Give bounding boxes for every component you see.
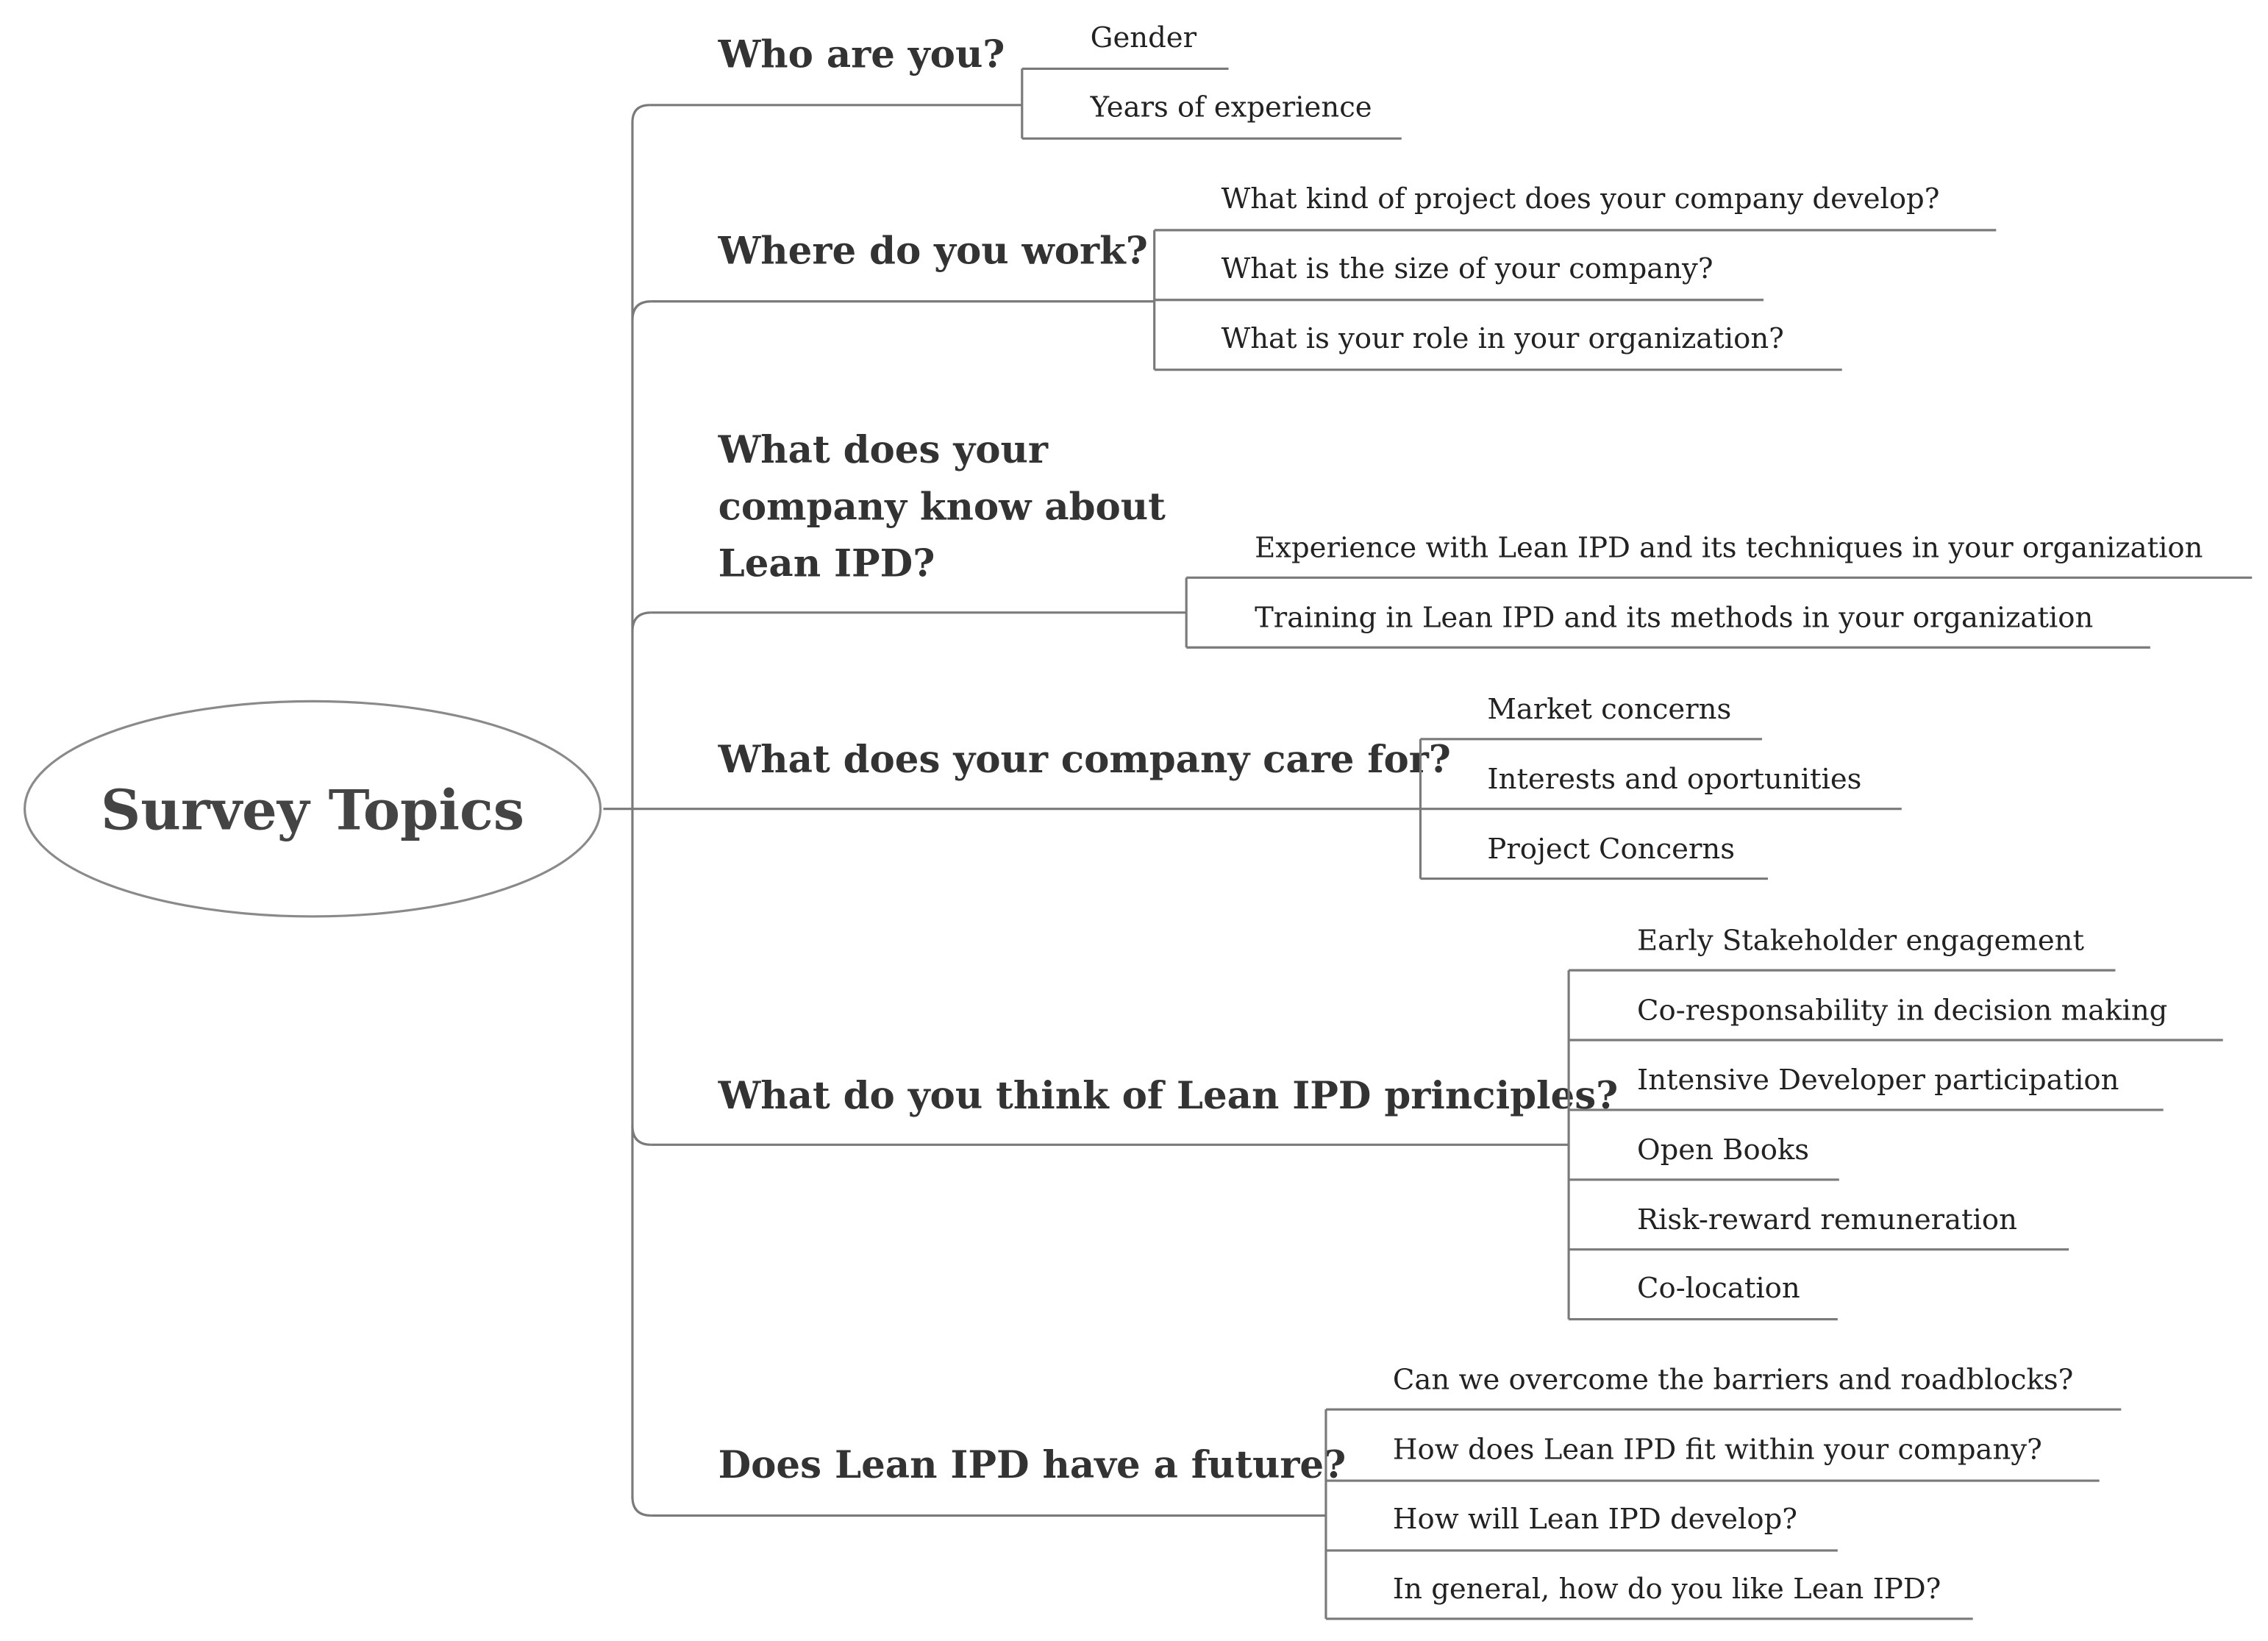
topic-label-line-3: Lean IPD?	[718, 541, 935, 585]
topic-label: What do you think of Lean IPD principles…	[718, 1074, 1619, 1118]
topic-label-line-2: company know about	[718, 485, 1166, 529]
root-label: Survey Topics	[101, 777, 524, 842]
child-label: Can we overcome the barriers and roadblo…	[1393, 1363, 2073, 1396]
child-label: How does Lean IPD fit within your compan…	[1393, 1433, 2042, 1466]
child-label: Project Concerns	[1487, 833, 1735, 866]
topic-lean-ipd-principles: What do you think of Lean IPD principles…	[651, 924, 2223, 1321]
child-label: Experience with Lean IPD and its techniq…	[1255, 532, 2203, 565]
trunk-curve-2	[631, 300, 652, 321]
topic-label: What does your company care for?	[718, 738, 1451, 782]
child-label: Risk-reward remuneration	[1637, 1203, 2017, 1236]
child-label: In general, how do you like Lean IPD?	[1393, 1573, 1941, 1606]
child-label: Open Books	[1637, 1133, 1809, 1167]
child-label: What kind of project does your company d…	[1222, 182, 1940, 216]
topic-label: Who are you?	[718, 32, 1005, 76]
trunk-curve-3	[631, 611, 652, 632]
trunk-line	[631, 104, 650, 1498]
child-label: Market concerns	[1487, 693, 1731, 726]
child-label: Early Stakeholder engagement	[1637, 924, 2084, 957]
child-label: Training in Lean IPD and its methods in …	[1255, 602, 2093, 635]
child-label: Gender	[1091, 21, 1197, 54]
topic-where-do-you-work: Where do you work? What kind of project …	[651, 182, 1997, 371]
child-label: Co-location	[1637, 1272, 1800, 1305]
trunk-connectors	[603, 104, 652, 1517]
topic-company-knowledge: What does your company know about Lean I…	[651, 428, 2253, 649]
child-label: Interests and oportunities	[1487, 763, 1861, 796]
child-label: What is your role in your organization?	[1222, 322, 1784, 355]
root-node: Survey Topics	[24, 700, 602, 918]
topic-lean-ipd-future: Does Lean IPD have a future? Can we over…	[651, 1363, 2122, 1620]
topic-company-cares: What does your company care for? Market …	[632, 693, 1902, 880]
trunk-curve-6	[631, 1496, 652, 1517]
root-ellipse	[24, 700, 602, 918]
child-label: Years of experience	[1090, 91, 1372, 124]
child-label: What is the size of your company?	[1222, 252, 1714, 285]
topic-who-are-you: Who are you? Gender Years of experience	[649, 21, 1402, 140]
trunk-curve-5	[631, 1125, 652, 1146]
child-label: Intensive Developer participation	[1637, 1064, 2119, 1097]
topic-label: Does Lean IPD have a future?	[718, 1443, 1347, 1487]
child-label: Co-responsability in decision making	[1637, 994, 2167, 1027]
topic-label-line-1: What does your	[718, 428, 1049, 472]
child-label: How will Lean IPD develop?	[1393, 1503, 1797, 1536]
topic-label: Where do you work?	[718, 229, 1148, 273]
